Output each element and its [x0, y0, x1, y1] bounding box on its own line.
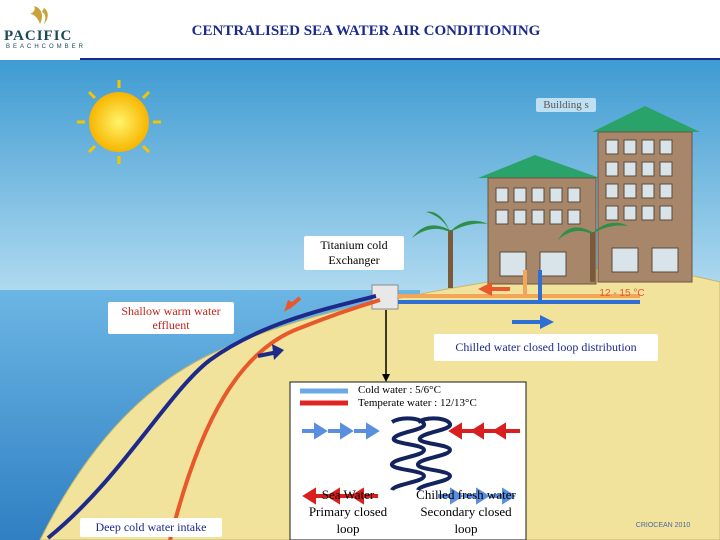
legend-arrows-red: [302, 422, 520, 505]
palm-trees: [412, 211, 628, 288]
temperature-label: 12 - 15 °C: [599, 288, 645, 299]
flow-arrow-warm: [284, 296, 302, 312]
cold-pipe: [46, 294, 377, 540]
legend-secondary-label: Chilled fresh water Secondary closed loo…: [416, 487, 516, 536]
logo-icon: [30, 6, 48, 24]
flow-arrow-cold: [257, 344, 284, 360]
sun-icon: [77, 80, 161, 164]
header: PACIFIC BEACHCOMBER CENTRALISED SEA WATE…: [0, 0, 720, 60]
flow-arrow-return: [478, 282, 510, 296]
legend-temperate-label: Temperate water : 12/13°C: [358, 397, 477, 409]
legend-panel: [289, 381, 527, 540]
tall-building: [592, 106, 700, 283]
flow-arrow-supply: [512, 315, 554, 329]
page-title: CENTRALISED SEA WATER AIR CONDITIONING: [191, 23, 541, 39]
low-building: [478, 155, 600, 285]
logo-subtext: BEACHCOMBER: [6, 44, 87, 50]
heat-exchanger-coil: [389, 416, 453, 492]
shallow-water-label: Shallow warm water effluent: [108, 302, 234, 334]
deep-intake-label: Deep cold water intake: [80, 518, 222, 537]
legend-primary-label: Sea Water Primary closed loop: [308, 487, 388, 536]
exchanger-label: Titanium cold Exchanger: [304, 236, 404, 270]
warm-pipe: [168, 298, 381, 540]
buildings-label: Building s: [536, 98, 596, 112]
logo-text: PACIFIC: [4, 28, 73, 44]
credit-label: CRIOCEAN 2010: [635, 522, 691, 529]
legend-arrows-blue: [302, 422, 516, 505]
diagram-scene: [0, 60, 720, 540]
title-rule: [80, 58, 720, 60]
chilled-loop-label: Chilled water closed loop distribution: [434, 334, 658, 361]
legend-cold-label: Cold water : 5/6°C: [358, 384, 441, 396]
